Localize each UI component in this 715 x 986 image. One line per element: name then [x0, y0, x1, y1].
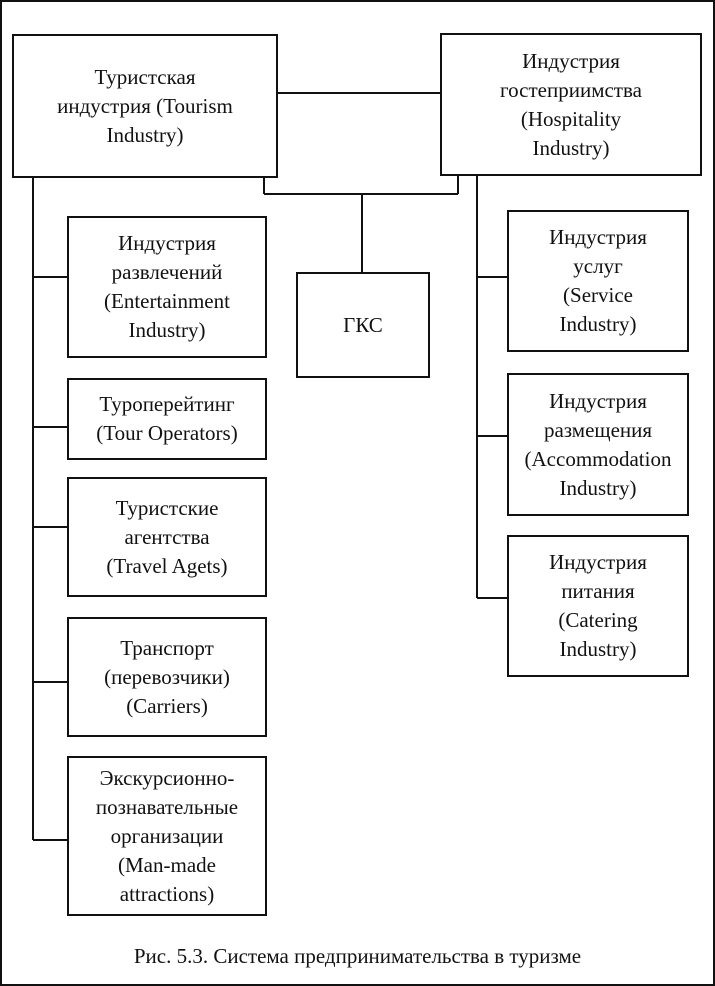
- box-text: (Catering: [558, 608, 638, 632]
- box-text: (Carriers): [126, 693, 208, 718]
- box-text: Industry): [532, 135, 610, 160]
- box-text: Индустрия: [549, 388, 647, 413]
- tour-operators-box: Туроперейтинг (Tour Operators): [67, 378, 267, 460]
- hospitality-industry-box: Индустрия гостеприимства (Hospitality In…: [440, 33, 702, 176]
- service-industry-box: Индустрия услуг (Service Industry): [507, 210, 689, 352]
- box-text: ГКС: [343, 312, 383, 337]
- box-text: (Entertainment: [104, 289, 230, 313]
- box-text: питания: [561, 579, 635, 603]
- box-text: Транспорт: [120, 635, 214, 660]
- box-text: (Tour Operators): [96, 421, 238, 445]
- figure-caption: Рис. 5.3. Система предпринимательства в …: [133, 944, 582, 968]
- catering-industry-box: Индустрия питания (Catering Industry): [507, 535, 689, 677]
- box-text: Индустрия: [549, 550, 647, 574]
- travel-agents-box: Туристские агентства (Travel Agets): [67, 477, 267, 597]
- box-text: Индустрия: [549, 225, 647, 249]
- attractions-box: Экскурсионно- познавательные организации…: [67, 756, 267, 916]
- box-text: Индустрия: [522, 48, 620, 73]
- box-text: Экскурсионно-: [99, 765, 235, 790]
- box-text: познавательные: [95, 794, 239, 819]
- box-text: Туристские: [115, 495, 219, 520]
- box-text: услуг: [573, 254, 623, 278]
- box-text: Industry): [559, 312, 637, 336]
- box-text: (перевозчики): [104, 664, 230, 689]
- carriers-box: Транспорт (перевозчики) (Carriers): [67, 617, 267, 737]
- box-text: (Travel Agets): [106, 553, 228, 578]
- box-text: (Man-made: [118, 852, 216, 877]
- box-text: развлечений: [111, 260, 223, 284]
- box-text: агентства: [124, 524, 210, 549]
- box-text: Туристская: [94, 64, 196, 89]
- box-text: Туроперейтинг: [99, 392, 235, 416]
- box-text: индустрия (Tourism: [57, 93, 233, 118]
- box-text: размещения: [543, 417, 653, 442]
- box-text: Industry): [559, 475, 637, 500]
- box-text: организации: [110, 823, 224, 848]
- box-text: attractions): [119, 881, 215, 906]
- box-text: Индустрия: [118, 231, 216, 255]
- box-text: (Service: [563, 283, 633, 307]
- box-text: Industry): [128, 318, 206, 342]
- box-text: (Accommodation: [524, 446, 672, 471]
- box-text: Industry): [559, 637, 637, 661]
- box-text: гостеприимства: [500, 77, 642, 102]
- entertainment-industry-box: Индустрия развлечений (Entertainment Ind…: [67, 216, 267, 358]
- box-text: Industry): [106, 122, 184, 147]
- box-text: (Hospitality: [520, 106, 622, 131]
- gks-box: ГКС: [296, 272, 430, 378]
- accommodation-industry-box: Индустрия размещения (Accommodation Indu…: [507, 373, 689, 516]
- tourism-industry-box: Туристская индустрия (Tourism Industry): [12, 34, 278, 178]
